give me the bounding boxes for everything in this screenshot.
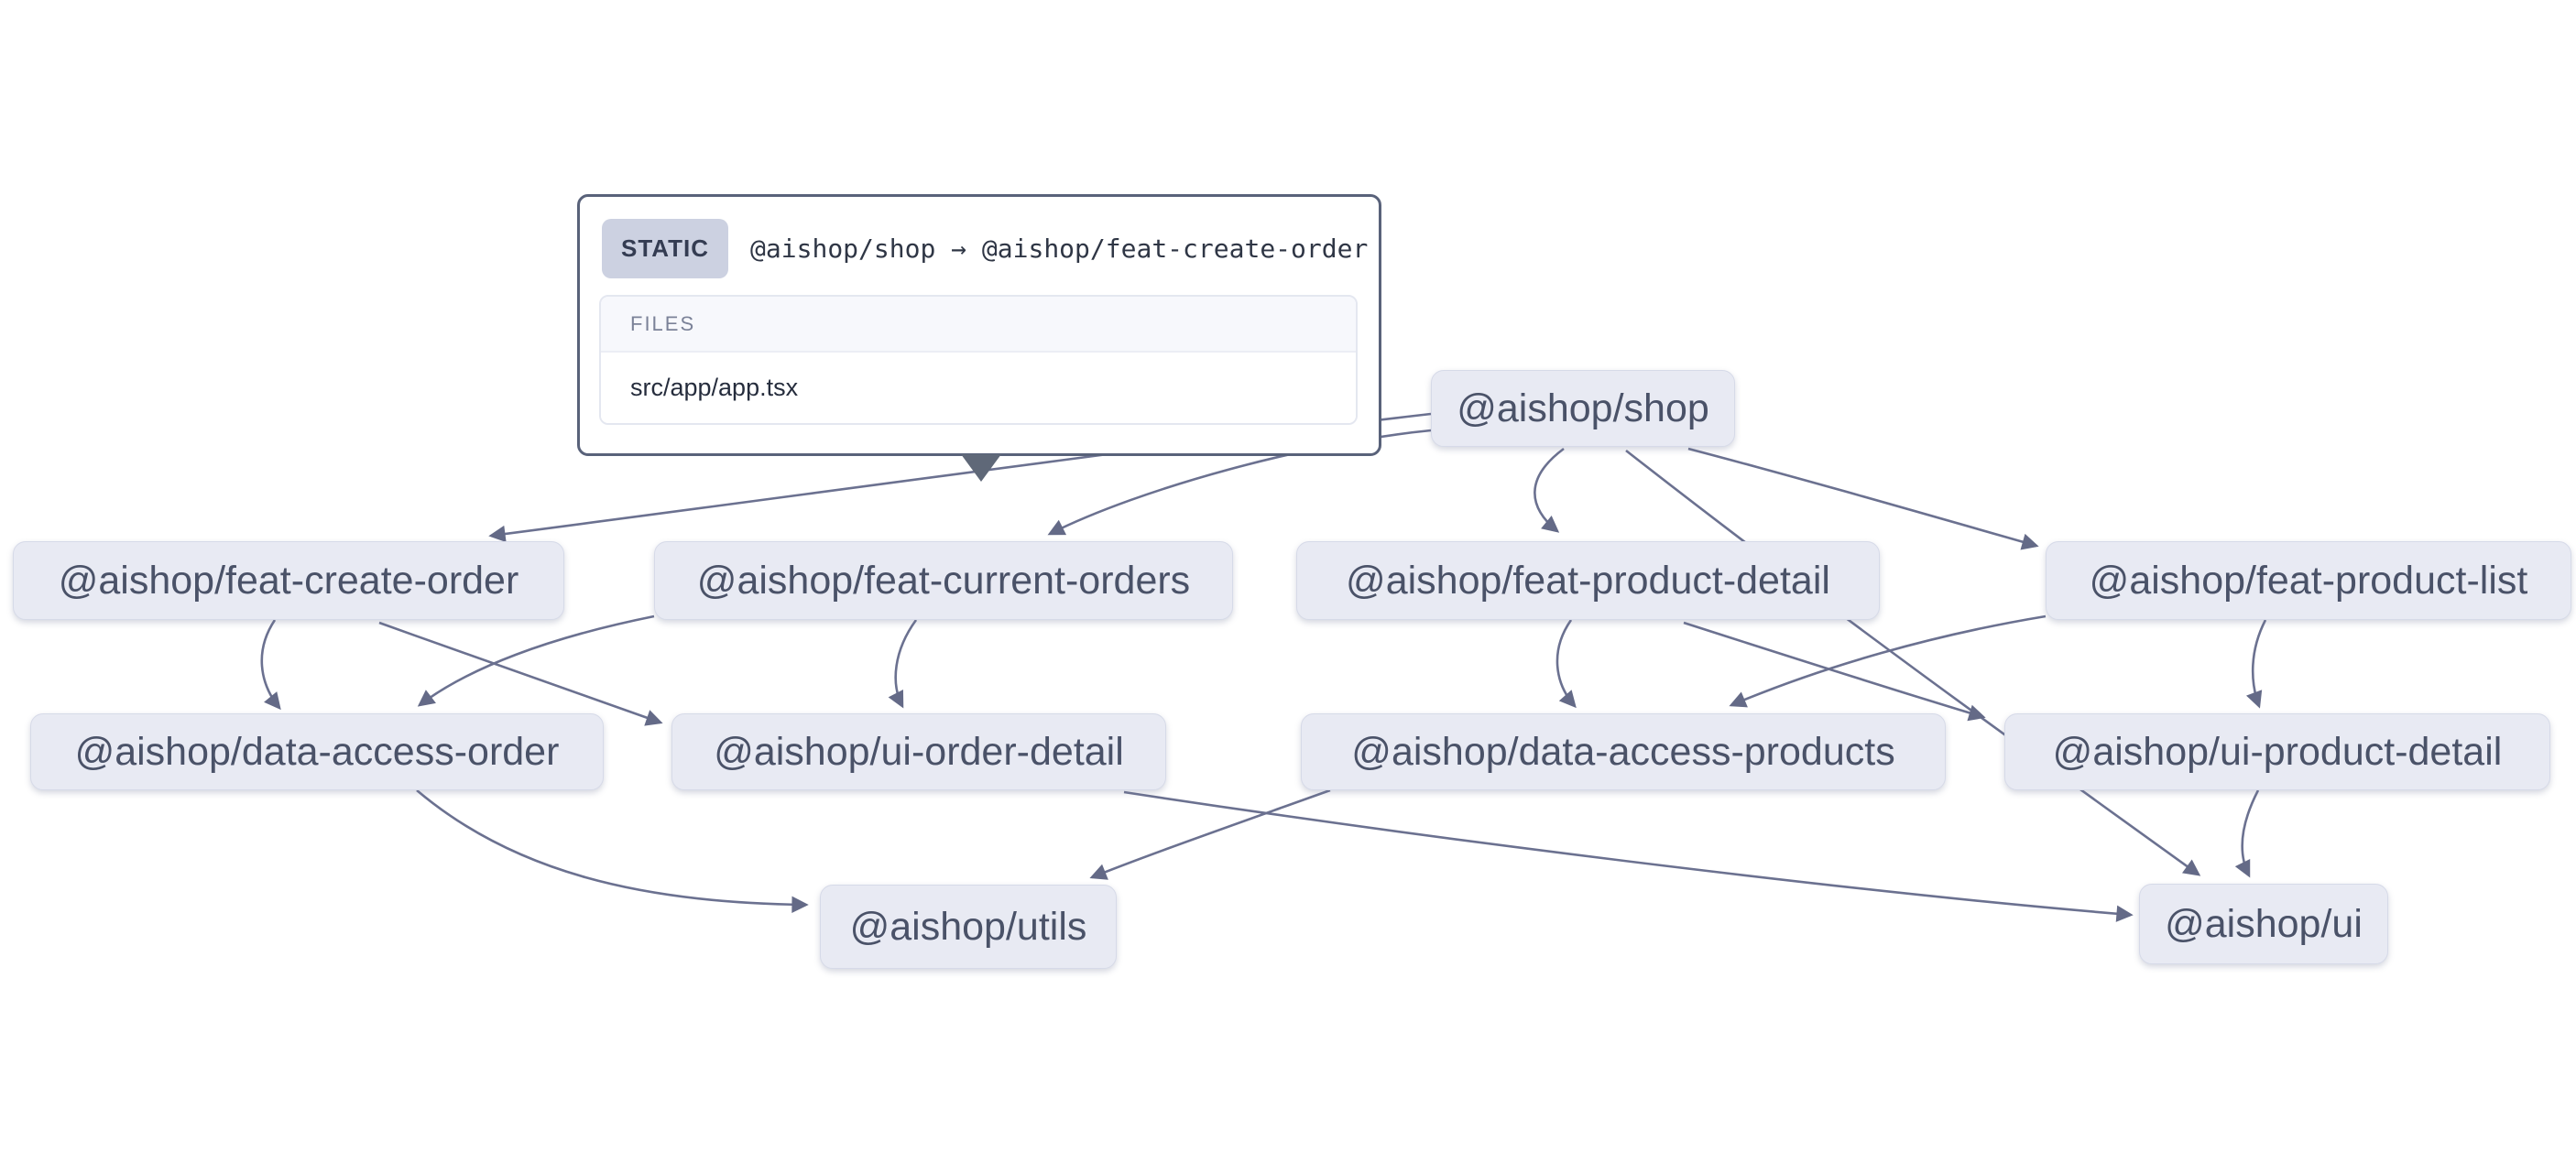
files-section: FILES src/app/app.tsx (599, 295, 1358, 425)
edge-feat-current-orders--ui-order-detail[interactable] (888, 619, 918, 709)
edge-feat-product-detail--ui-product-detail[interactable] (1683, 621, 1986, 722)
graph-node-data-access-products[interactable]: @aishop/data-access-products (1301, 713, 1946, 790)
graph-node-feat-create-order[interactable]: @aishop/feat-create-order (13, 541, 564, 620)
edge-feat-create-order--ui-order-detail[interactable] (378, 621, 663, 726)
edge-tooltip: STATIC @aishop/shop → @aishop/feat-creat… (577, 194, 1381, 456)
edge-ui-order-detail--ui[interactable] (1123, 790, 2134, 922)
edge-feat-current-orders--data-access-order[interactable] (417, 614, 655, 707)
graph-node-ui-product-detail[interactable]: @aishop/ui-product-detail (2004, 713, 2550, 790)
edge-data-access-order--utils[interactable] (416, 789, 809, 913)
graph-node-utils[interactable]: @aishop/utils (820, 885, 1117, 969)
edge-type-badge: STATIC (602, 219, 729, 278)
edge-feat-product-detail--data-access-products[interactable] (1555, 619, 1577, 709)
edge-shop--feat-product-detail[interactable] (1534, 447, 1565, 533)
files-header: FILES (601, 297, 1356, 353)
edge-shop--ui[interactable] (1625, 449, 2201, 876)
graph-node-feat-current-orders[interactable]: @aishop/feat-current-orders (654, 541, 1233, 620)
file-list-item: src/app/app.tsx (601, 353, 1356, 423)
tooltip-header-row: STATIC @aishop/shop → @aishop/feat-creat… (580, 197, 1379, 278)
edge-feat-product-list--ui-product-detail[interactable] (2245, 619, 2267, 709)
edge-ui-product-detail--ui[interactable] (2234, 789, 2260, 878)
edge-shop--feat-product-list[interactable] (1687, 447, 2039, 550)
edge-label: @aishop/shop → @aishop/feat-create-order (750, 234, 1369, 264)
graph-node-data-access-order[interactable]: @aishop/data-access-order (30, 713, 604, 790)
graph-node-shop[interactable]: @aishop/shop (1431, 370, 1735, 447)
edge-data-access-products--utils[interactable] (1089, 788, 1331, 880)
tooltip-pointer (961, 454, 1001, 482)
edge-feat-product-list--data-access-products[interactable] (1729, 614, 2047, 708)
graph-node-feat-product-detail[interactable]: @aishop/feat-product-detail (1296, 541, 1880, 620)
edge-feat-create-order--data-access-order[interactable] (260, 619, 281, 711)
graph-node-feat-product-list[interactable]: @aishop/feat-product-list (2046, 541, 2571, 620)
graph-node-ui[interactable]: @aishop/ui (2139, 884, 2388, 964)
graph-node-ui-order-detail[interactable]: @aishop/ui-order-detail (671, 713, 1166, 790)
